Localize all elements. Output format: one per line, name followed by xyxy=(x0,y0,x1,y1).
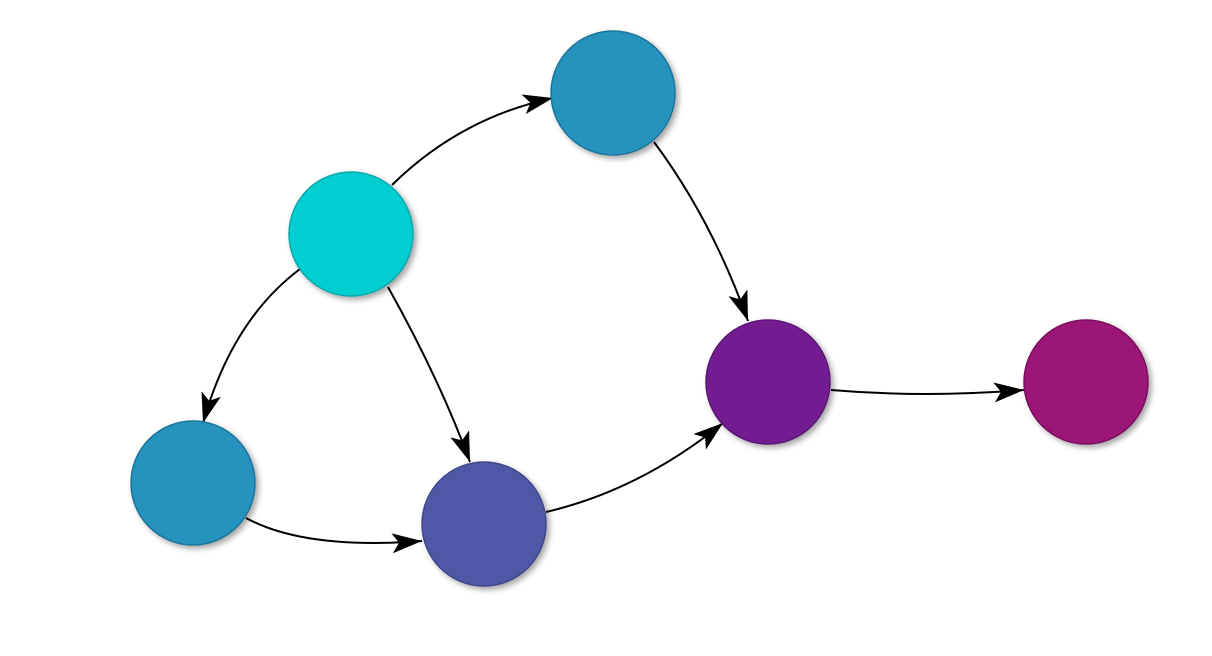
node-circle[interactable] xyxy=(130,420,256,546)
edge-n-purple-to-n-magenta xyxy=(830,382,1025,403)
node-circle[interactable] xyxy=(705,319,831,445)
edge-n-cyan-to-n-left xyxy=(201,268,301,424)
node-purple[interactable] xyxy=(705,319,831,445)
edge-arrow-path xyxy=(201,268,301,424)
edges-layer xyxy=(201,94,1025,554)
node-cyan[interactable] xyxy=(288,171,414,297)
edge-arrow-path xyxy=(545,422,724,513)
node-circle[interactable] xyxy=(288,171,414,297)
edge-arrow-path xyxy=(387,286,471,463)
edge-arrow-path xyxy=(830,382,1025,403)
node-mid[interactable] xyxy=(421,461,547,587)
node-circle[interactable] xyxy=(550,30,676,156)
edge-n-cyan-to-n-mid xyxy=(387,286,471,463)
node-circle[interactable] xyxy=(421,461,547,587)
node-left[interactable] xyxy=(130,420,256,546)
nodes-layer xyxy=(130,30,1149,587)
edge-n-left-to-n-mid xyxy=(245,517,423,554)
edge-n-top-to-n-purple xyxy=(653,141,749,322)
edge-arrow-path xyxy=(653,141,749,322)
node-magenta[interactable] xyxy=(1023,319,1149,445)
edge-n-cyan-to-n-top xyxy=(391,94,554,186)
edge-n-mid-to-n-purple xyxy=(545,422,724,513)
node-top[interactable] xyxy=(550,30,676,156)
edge-arrow-path xyxy=(391,94,554,186)
node-circle[interactable] xyxy=(1023,319,1149,445)
edge-arrow-path xyxy=(245,517,423,554)
